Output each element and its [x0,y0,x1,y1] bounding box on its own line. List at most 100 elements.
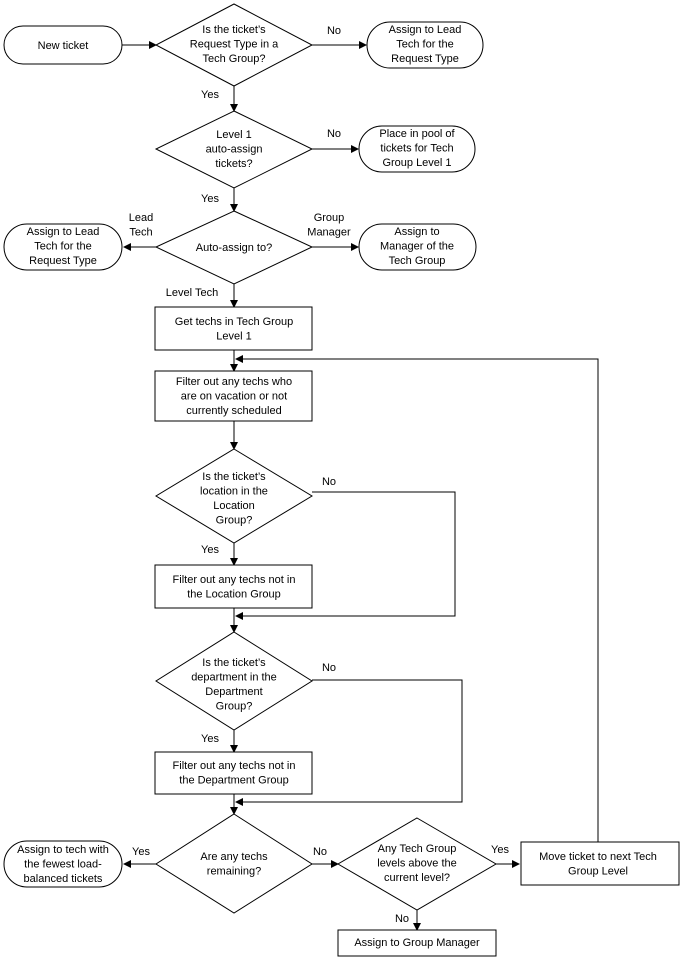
label-line: department in the [191,672,277,684]
label-line: are on vacation or not [181,391,287,403]
edge-label-no-levels: No [395,913,409,925]
label-line: Group Level 1 [382,157,451,169]
label-line: Filter out any techs not in [173,574,296,586]
label-line: Tech [129,227,152,239]
terminal-assign-lead-top [366,21,484,69]
edge-label-no-location: No [322,476,336,488]
label-line: Yes [491,844,509,856]
label-line: Request Type in a [190,39,279,51]
edge-location-no [235,491,456,620]
decision-remaining [155,813,313,914]
label-line: Yes [201,544,219,556]
label-line: No [327,25,341,37]
label-line: No [322,662,336,674]
edge-department-no [235,679,463,806]
process-move-next-level [520,841,680,886]
edge-label-no-remaining: No [313,846,327,858]
label-line: Yes [132,846,150,858]
label-line: Is the ticket’s [202,657,266,669]
edge-label-no-level1: No [327,128,341,140]
label-line: Group? [216,701,253,713]
edge-loop-back [235,355,599,842]
label-line: the Location Group [187,589,281,601]
edge-label-yes-remaining: Yes [132,846,150,858]
label-line: Yes [201,733,219,745]
edge-label-yes-location: Yes [201,544,219,556]
label-line: No [395,913,409,925]
label-line: Group Level [568,866,628,878]
decision-department [155,631,313,731]
start-new-ticket-label: New ticket [38,40,89,52]
label-line: Tech for the [34,241,91,253]
label-line: the Department Group [179,775,288,787]
label-line: Manager [307,227,351,239]
label-line: Assign to [394,226,439,238]
label-line: Place in pool of [379,128,455,140]
label-line: No [322,476,336,488]
terminal-place-pool [358,125,476,173]
decision-level1-auto-assign [154,110,314,189]
process-filter-vacation-label: Filter out any techs who are on vacation … [176,376,292,417]
label-line: Move ticket to next Tech [539,851,657,863]
label-line: No [313,846,327,858]
label-line: Request Type [391,53,459,65]
edge-label-no-request-type: No [327,25,341,37]
label-line: Tech for the [396,39,453,51]
edge-label-yes-levels: Yes [491,844,509,856]
label-line: Department [205,686,262,698]
label-line: Group? [216,515,253,527]
edge-label-yes-level1: Yes [201,193,219,205]
label-line: Filter out any techs who [176,376,292,388]
label-line: Lead [129,212,153,224]
edge-label-yes-request-type: Yes [201,89,219,101]
label-line: Group [314,212,345,224]
decision-request-type [154,3,314,87]
label-line: Get techs in Tech Group [175,316,293,328]
label-line: Filter out any techs not in [173,760,296,772]
terminal-assign-fewest [3,840,123,888]
edge-label-level-tech: Level Tech [166,287,218,299]
process-filter-location-label: Filter out any techs not in the Location … [173,574,296,601]
edge-label-no-department: No [322,662,336,674]
decision-level1-label: Level 1 auto-assign tickets? [206,129,263,170]
label-line: Yes [201,89,219,101]
label-line: Tech Group? [203,53,266,65]
label-line: Level 1 [216,129,251,141]
shapes [3,3,680,957]
label-line: Manager of the [380,241,454,253]
label-line: levels above the [377,858,457,870]
decision-location [155,448,313,544]
start-new-ticket [3,25,123,65]
label-line: location in the [200,486,268,498]
connectors [122,41,599,931]
label-line: auto-assign [206,144,263,156]
edge-label-yes-department: Yes [201,733,219,745]
label-line: Assign to Lead [389,24,462,36]
label-line: Yes [201,193,219,205]
decision-auto-assign-to-label: Auto-assign to? [196,242,272,254]
label-line: tickets for Tech [380,143,453,155]
label-line: tickets? [215,158,252,170]
process-get-techs [154,306,313,351]
label-line: Location [213,500,255,512]
label-line: Is the ticket’s [202,24,266,36]
label-line: Assign to Lead [27,226,100,238]
label-line: Level 1 [216,331,251,343]
label-line: Level Tech [166,287,218,299]
label-line: New ticket [38,40,89,52]
label-line: No [327,128,341,140]
process-assign-group-manager-label: Assign to Group Manager [354,937,480,949]
label-line: Any Tech Group [378,843,457,855]
